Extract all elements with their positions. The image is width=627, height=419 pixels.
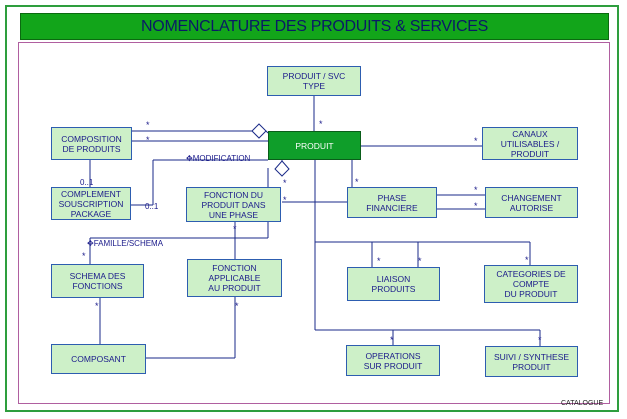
multiplicity-marker: * [95, 301, 99, 311]
box-produit[interactable]: PRODUIT [268, 131, 361, 160]
box-canaux[interactable]: CANAUX UTILISABLES / PRODUIT [482, 127, 578, 160]
aggregation-diamond [274, 160, 290, 177]
box-operations[interactable]: OPERATIONS SUR PRODUIT [346, 345, 440, 376]
box-liaison[interactable]: LIAISON PRODUITS [347, 267, 440, 301]
multiplicity-marker: * [283, 178, 287, 188]
page-title: NOMENCLATURE DES PRODUITS & SERVICES [20, 13, 609, 40]
multiplicity-marker: * [474, 201, 478, 211]
box-categories[interactable]: CATEGORIES DE COMPTE DU PRODUIT [484, 265, 578, 303]
box-changement[interactable]: CHANGEMENT AUTORISE [485, 187, 578, 218]
label-famille-schema: ✥FAMILLE/SCHEMA [87, 239, 164, 248]
multiplicity-marker: * [319, 119, 323, 129]
multiplicity-marker: * [235, 301, 239, 311]
label-modification: ✥MODIFICATION [186, 154, 251, 163]
box-complement[interactable]: COMPLEMENT SOUSCRIPTION PACKAGE [51, 187, 131, 220]
box-composant[interactable]: COMPOSANT [51, 344, 146, 374]
multiplicity-marker: * [474, 185, 478, 195]
multiplicity-marker: * [355, 177, 359, 187]
multiplicity-marker: * [390, 335, 394, 345]
box-schema[interactable]: SCHEMA DES FONCTIONS [51, 264, 144, 298]
label-zero-one: 0..1 [80, 178, 94, 187]
multiplicity-marker: * [283, 195, 287, 205]
multiplicity-marker: * [82, 251, 86, 261]
multiplicity-marker: * [525, 255, 529, 265]
multiplicity-marker: * [538, 335, 542, 345]
multiplicity-marker: * [146, 120, 150, 130]
multiplicity-marker: * [474, 136, 478, 146]
multiplicity-marker: * [146, 135, 150, 145]
box-suivi[interactable]: SUIVI / SYNTHESE PRODUIT [485, 346, 578, 377]
multiplicity-marker: * [233, 224, 237, 234]
diagram-area [18, 42, 610, 404]
aggregation-diamond [251, 123, 267, 139]
footer-label: CATALOGUE [561, 400, 604, 407]
multiplicity-marker: * [377, 256, 381, 266]
box-fonction-applicable[interactable]: FONCTION APPLICABLE AU PRODUIT [187, 259, 282, 297]
box-fonction-produit[interactable]: FONCTION DU PRODUIT DANS UNE PHASE [186, 187, 281, 222]
multiplicity-marker: * [418, 256, 422, 266]
label-zero-one: 0..1 [145, 202, 159, 211]
box-produit-svc-type[interactable]: PRODUIT / SVC TYPE [267, 66, 361, 96]
box-composition[interactable]: COMPOSITION DE PRODUITS [51, 127, 132, 160]
box-phase[interactable]: PHASE FINANCIERE [347, 187, 437, 218]
